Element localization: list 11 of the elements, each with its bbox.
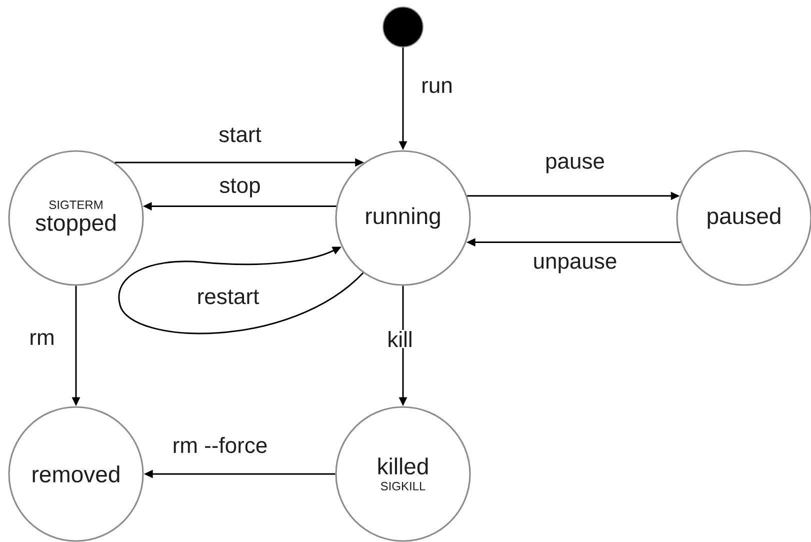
edge-label: rm <box>28 332 56 346</box>
edge-label: start <box>218 126 262 144</box>
start-dot <box>382 6 424 48</box>
edge-label: unpause <box>532 256 618 274</box>
edge-label: kill <box>386 330 414 348</box>
edge-label: pause <box>544 156 606 174</box>
edge-label: rm --force <box>171 436 269 454</box>
edge-label: restart <box>196 288 260 306</box>
edge-label: run <box>420 80 454 94</box>
arrow <box>118 246 364 334</box>
edge-label: stop <box>218 178 262 198</box>
